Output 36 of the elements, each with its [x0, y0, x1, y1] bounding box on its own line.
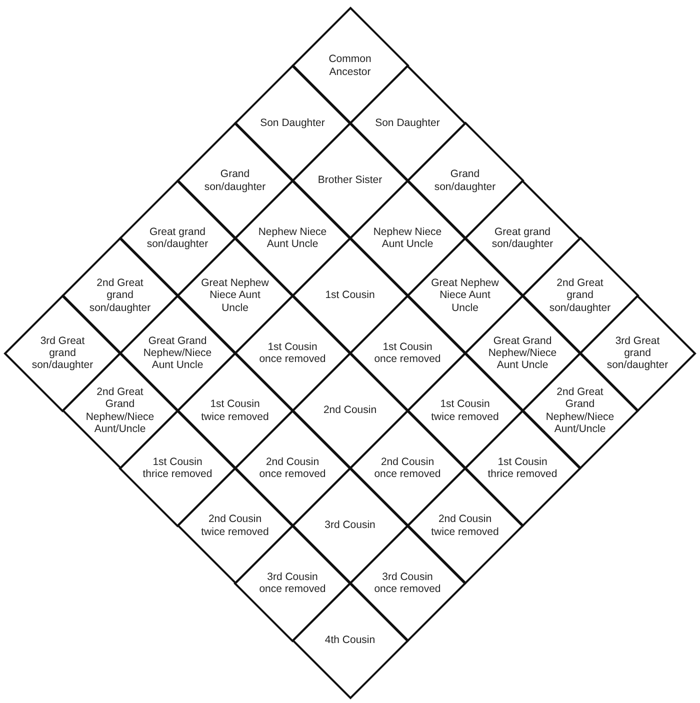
relationship-label: Great Grand Nephew/Niece Aunt Uncle — [487, 334, 558, 372]
relationship-label: Grand son/daughter — [203, 168, 267, 193]
relationship-label: 1st Cousin — [325, 289, 375, 302]
relationship-label: 3rd Cousin once removed — [258, 570, 327, 596]
relationship-label: 1st Cousin twice removed — [430, 398, 500, 423]
relationship-label: 1st Cousin thrice removed — [486, 456, 558, 480]
relationship-label: Nephew Niece Aunt Uncle — [257, 226, 328, 250]
relationship-label: 1st Cousin twice removed — [200, 398, 270, 423]
relationship-label: Nephew Niece Aunt Uncle — [372, 226, 443, 250]
relationship-label: 2nd Great Grand Nephew/Niece Aunt/Uncle — [544, 386, 616, 435]
relationship-label: 3rd Cousin once removed — [373, 570, 442, 596]
relationship-label: 1st Cousin once removed — [258, 340, 327, 366]
relationship-label: Great grand son/daughter — [146, 226, 210, 250]
relationship-label: Great grand son/daughter — [490, 226, 554, 250]
relationship-label: Great Grand Nephew/Niece Aunt Uncle — [142, 334, 213, 372]
relationship-label: 2nd Great grand son/daughter — [88, 277, 152, 314]
relationship-label: Great Nephew Niece Aunt Uncle — [430, 277, 500, 314]
relationship-label: 2nd Cousin — [323, 404, 377, 417]
relationship-label: 4th Cousin — [324, 634, 376, 647]
relationship-label: Grand son/daughter — [433, 168, 497, 193]
relationship-label: 1st Cousin once removed — [373, 340, 442, 366]
relationship-label: 2nd Cousin twice removed — [430, 513, 500, 538]
relationship-label: 3rd Cousin — [324, 519, 376, 532]
relationship-label: 2nd Cousin once removed — [258, 456, 327, 480]
relationship-label: Great Nephew Niece Aunt Uncle — [200, 277, 270, 314]
relationship-label: 2nd Cousin once removed — [373, 456, 442, 480]
relationship-label: 3rd Great grand son/daughter — [30, 334, 94, 372]
relationship-label: 2nd Cousin twice removed — [200, 513, 270, 538]
relationship-label: 2nd Great grand son/daughter — [548, 277, 612, 314]
relationship-label: Brother Sister — [318, 174, 382, 187]
relationship-label: Common Ancestor — [328, 53, 372, 78]
relationship-label: 1st Cousin thrice removed — [142, 456, 214, 480]
relationship-label: 2nd Great Grand Nephew/Niece Aunt/Uncle — [84, 386, 156, 435]
relationship-label: Son Daughter — [375, 116, 440, 130]
relationship-label: 3rd Great grand son/daughter — [606, 334, 670, 372]
relationship-label: Son Daughter — [260, 116, 325, 130]
